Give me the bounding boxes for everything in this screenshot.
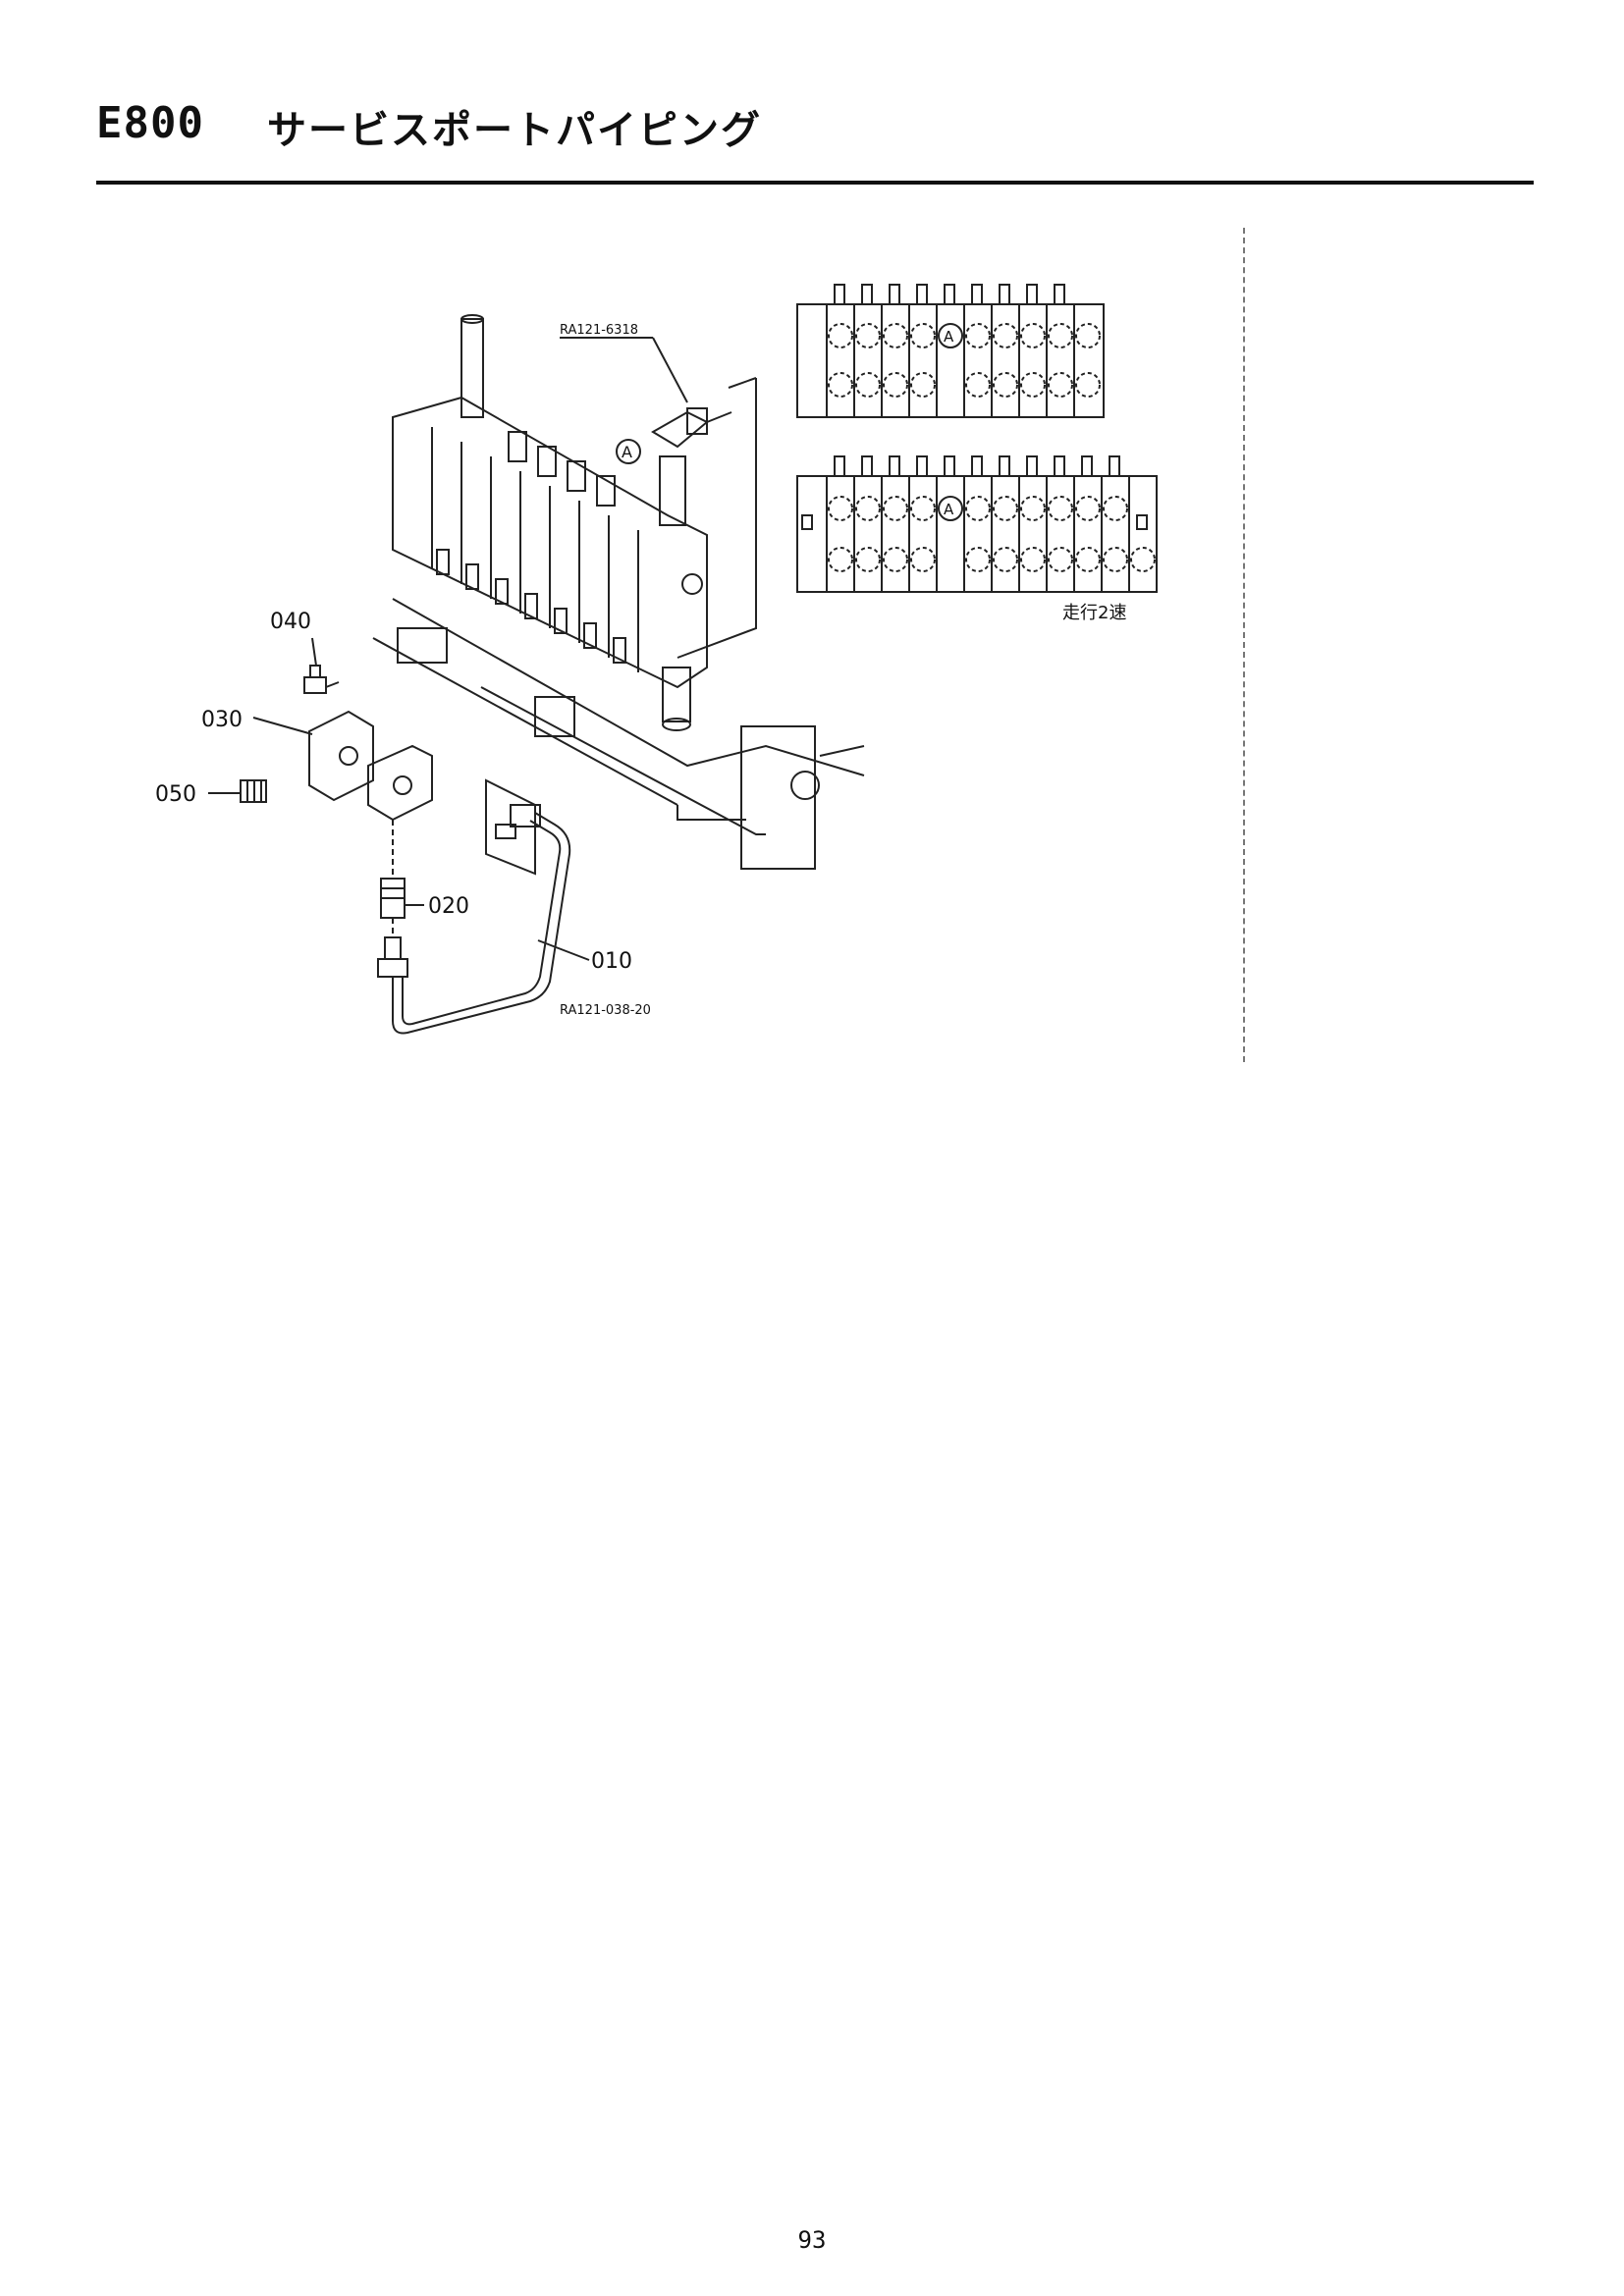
detail-view-upper xyxy=(796,284,1105,418)
header-rule xyxy=(96,181,1534,185)
marker-a-circle xyxy=(616,439,641,464)
column-divider xyxy=(1243,228,1245,1062)
detail-upper-marker: A xyxy=(944,328,954,346)
marker-a-label: A xyxy=(622,443,632,461)
callout-010: 010 xyxy=(591,949,632,974)
leader-030 xyxy=(252,717,313,735)
service-port-fitting xyxy=(651,377,757,659)
callout-020: 020 xyxy=(428,894,469,919)
model-code: E800 xyxy=(96,98,204,148)
leader-010 xyxy=(537,939,590,961)
bolt-040 xyxy=(303,665,340,694)
control-valve-block xyxy=(392,314,708,731)
plug-050 xyxy=(240,779,267,803)
parts-diagram: RA121-6318 A A A 走行2速 040 030 050 020 01… xyxy=(155,284,1158,1035)
page-title: サービスポートパイピング xyxy=(267,108,762,153)
leader-valve-ref-2 xyxy=(652,337,688,403)
callout-030: 030 xyxy=(201,708,243,732)
callout-050: 050 xyxy=(155,782,196,807)
callout-040: 040 xyxy=(270,610,311,634)
frame-rail xyxy=(372,598,865,876)
variant-label: 走行2速 xyxy=(1062,603,1126,623)
detail-lower-marker: A xyxy=(944,501,954,518)
leader-040 xyxy=(311,637,317,667)
valve-ref-label: RA121-6318 xyxy=(560,323,638,338)
pipe-ref-label: RA121-038-20 xyxy=(560,1003,651,1018)
page-number: 93 xyxy=(797,2226,827,2254)
detail-view-lower xyxy=(796,455,1158,593)
adapter-020 xyxy=(380,820,406,937)
port-block-030 xyxy=(308,710,433,822)
pipe-010 xyxy=(377,804,571,1035)
